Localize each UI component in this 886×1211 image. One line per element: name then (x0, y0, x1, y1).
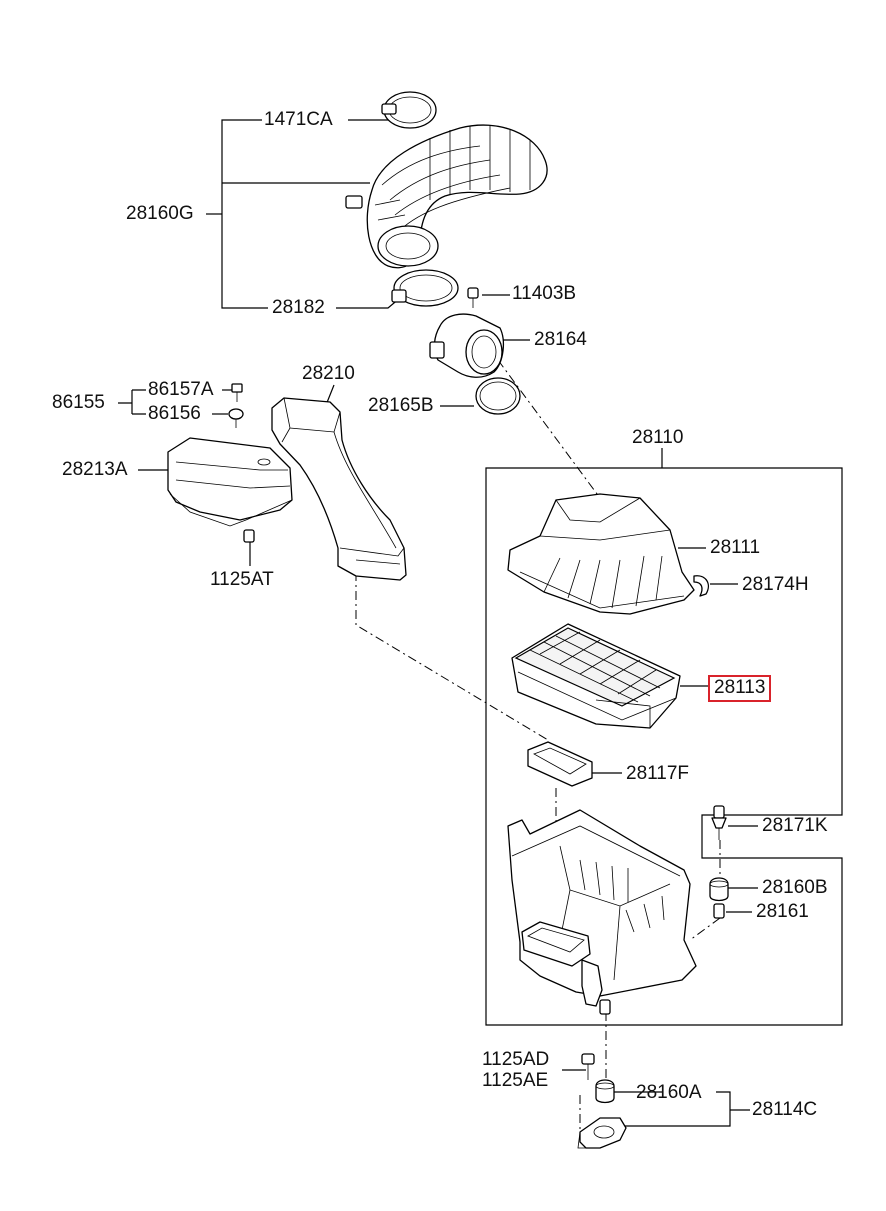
label-28174H: 28174H (742, 574, 809, 595)
bolt-1125AD (581, 1053, 595, 1080)
collar-28161 (713, 903, 725, 919)
label-28210: 28210 (302, 363, 355, 384)
cover-28213A (167, 437, 293, 543)
label-1125AT: 1125AT (210, 569, 274, 590)
seal-28117F (527, 741, 593, 787)
upper-case-28111 (507, 493, 695, 615)
label-28160B: 28160B (762, 877, 828, 898)
oring-28165B (475, 377, 521, 415)
label-1125AE: 1125AE (482, 1070, 549, 1091)
bracket-28114C (577, 1117, 627, 1149)
sensor-28164 (429, 313, 505, 378)
label-86155: 86155 (52, 392, 105, 413)
label-28161: 28161 (756, 901, 809, 922)
label-1471CA: 1471CA (264, 109, 333, 130)
label-28113-highlighted[interactable]: 28113 (708, 675, 772, 702)
label-86156: 86156 (148, 403, 201, 424)
clip-28174H (693, 575, 709, 597)
bolt-86157A (231, 383, 243, 402)
leader-lines (118, 119, 843, 1127)
bolt-28171K (711, 805, 727, 840)
label-1125AD: 1125AD (482, 1049, 550, 1070)
duct-28210 (271, 397, 407, 581)
grommet-28160B (709, 877, 729, 902)
screw-11403B (467, 287, 479, 308)
lower-case-28110 (507, 809, 697, 1015)
label-28182: 28182 (272, 297, 325, 318)
grommet-28160A (595, 1079, 615, 1104)
clamp-28182 (391, 269, 459, 307)
clip-86156 (228, 408, 244, 428)
label-28160A: 28160A (636, 1082, 702, 1103)
label-86157A: 86157A (148, 379, 214, 400)
filter-28113 (511, 623, 681, 729)
label-28164: 28164 (534, 329, 587, 350)
label-28114C: 28114C (752, 1099, 818, 1120)
label-28160G: 28160G (126, 203, 194, 224)
clamp-1471CA (381, 91, 437, 129)
label-28111: 28111 (710, 537, 761, 558)
label-28117F: 28117F (626, 763, 690, 784)
label-28110: 28110 (632, 427, 684, 448)
label-28165B: 28165B (368, 395, 434, 416)
label-28171K: 28171K (762, 815, 828, 836)
label-11403B: 11403B (512, 283, 577, 304)
intake-hose-28160G (345, 124, 548, 269)
label-28213A: 28213A (62, 459, 128, 480)
